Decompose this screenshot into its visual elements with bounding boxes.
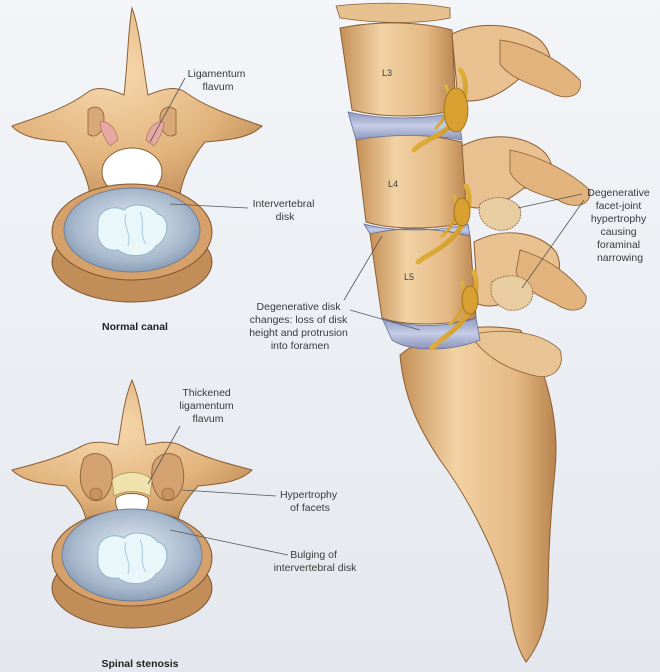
- vertebra-label-l3: L3: [382, 68, 392, 78]
- caption-normal-canal: Normal canal: [102, 321, 168, 333]
- caption-spinal-stenosis: Spinal stenosis: [101, 658, 178, 670]
- vertebra-label-l4: L4: [388, 179, 398, 189]
- vertebra-label-l5: L5: [404, 272, 414, 282]
